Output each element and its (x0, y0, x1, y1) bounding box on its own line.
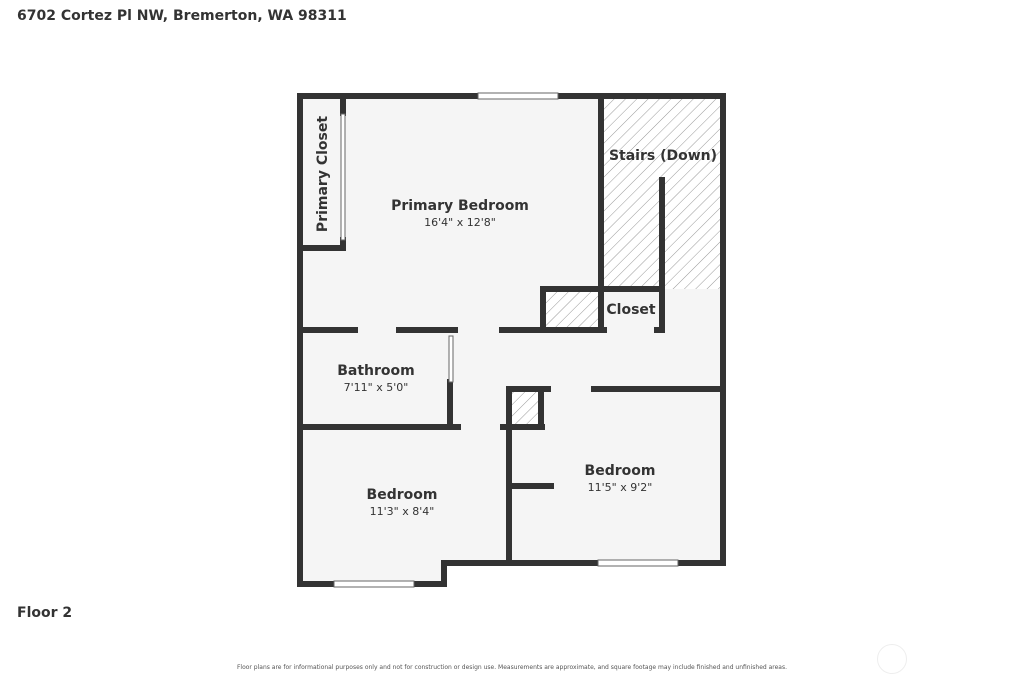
room-label-bathroom: Bathroom (337, 363, 415, 379)
room-dims-bedroom-left: 11'3" x 8'4" (370, 505, 435, 518)
openings (333, 92, 679, 588)
room-label-bedroom-left: Bedroom (367, 487, 438, 503)
room-dims-bathroom: 7'11" x 5'0" (344, 381, 409, 394)
property-address: 6702 Cortez Pl NW, Bremerton, WA 98311 (17, 8, 347, 24)
room-label-primary-closet: Primary Closet (315, 116, 331, 232)
room-label-closet: Closet (606, 302, 656, 318)
disclaimer-text: Floor plans are for informational purpos… (236, 664, 788, 671)
room-label-primary-bedroom: Primary Bedroom (391, 198, 529, 214)
room-dims-primary-bedroom: 16'4" x 12'8" (424, 216, 496, 229)
room-label-stairs: Stairs (Down) (609, 148, 717, 164)
utility-chase-hatch (546, 292, 600, 328)
watermark-circle-icon (877, 644, 907, 674)
floor-label: Floor 2 (17, 605, 73, 621)
walls (297, 93, 726, 587)
small-shaft-hatch (511, 392, 539, 425)
room-dims-bedroom-right: 11'5" x 9'2" (588, 481, 653, 494)
room-label-bedroom-right: Bedroom (585, 463, 656, 479)
